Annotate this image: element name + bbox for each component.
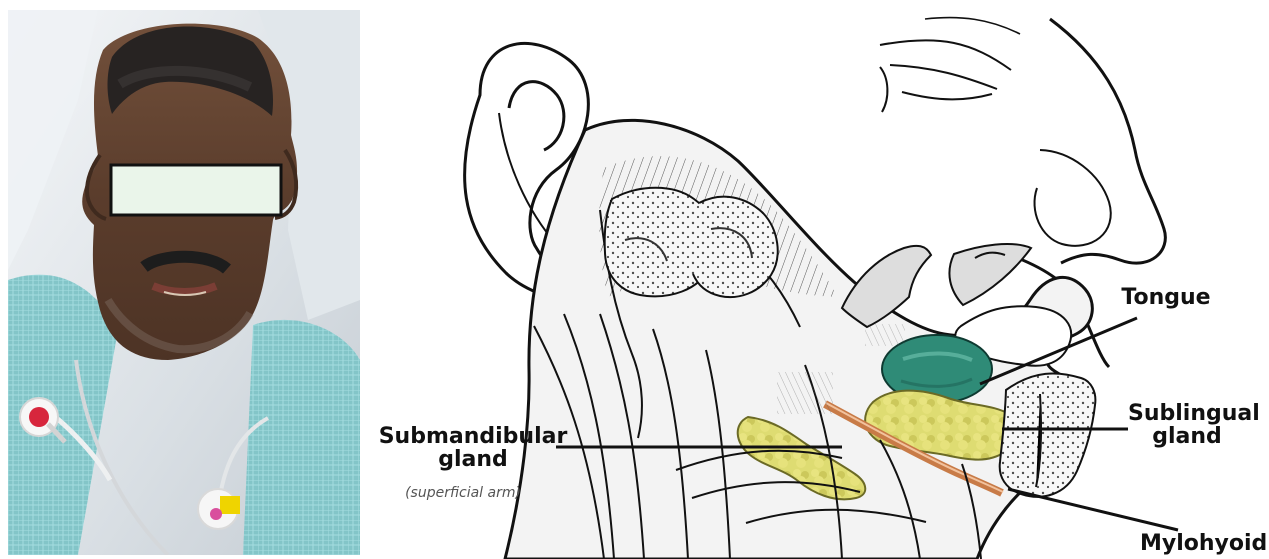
patient-photo-illustration	[8, 10, 360, 555]
face-blur-box	[111, 165, 281, 215]
patient-photo-panel	[8, 10, 360, 555]
tongue-label: Tongue	[1118, 286, 1214, 309]
mylohyoid-label: Mylohyoid	[1140, 532, 1262, 555]
salivary-gland-anatomy-illustration	[360, 0, 1269, 559]
submandibular-gland-label: Submandibular gland	[368, 425, 578, 471]
anatomy-diagram-panel	[360, 0, 1269, 559]
sublingual-gland-label: Sublingual gland	[1128, 402, 1246, 448]
superficial-arm-note: (superficial arm)	[388, 485, 538, 501]
